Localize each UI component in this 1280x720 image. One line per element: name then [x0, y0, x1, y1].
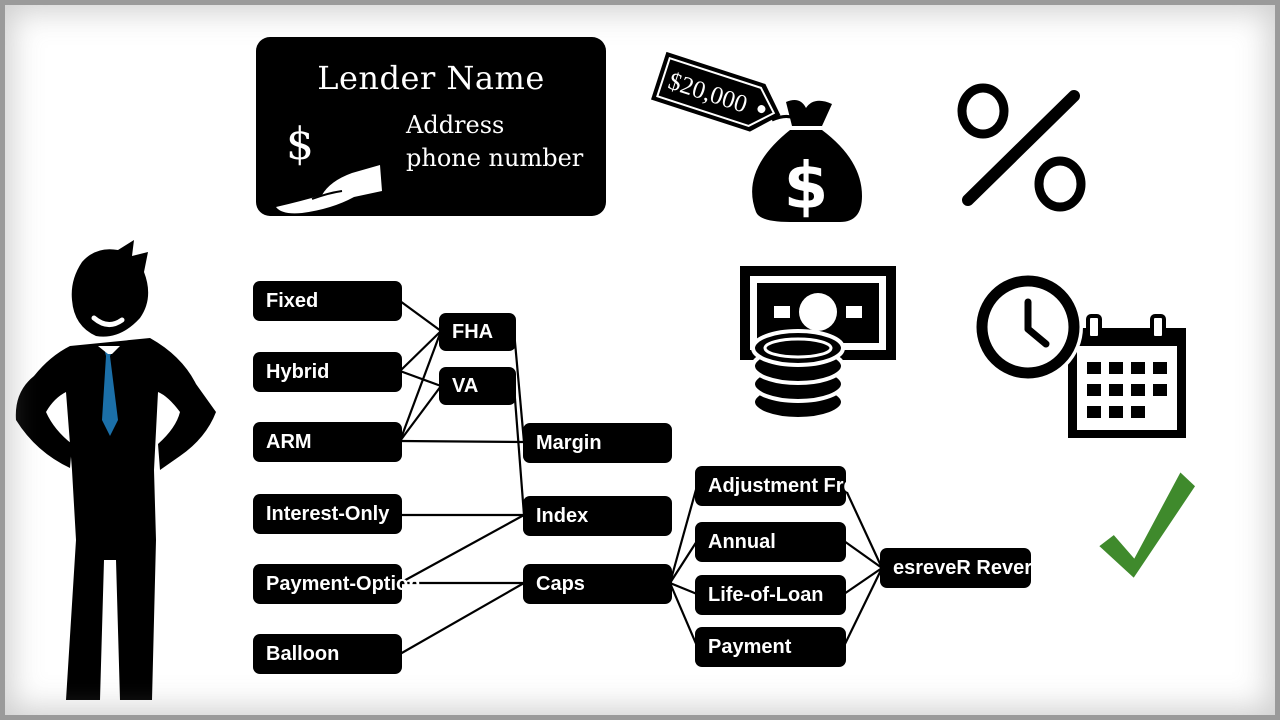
box-caps: Caps [523, 564, 672, 604]
box-va: VA [439, 367, 516, 405]
box-index: Index [523, 496, 672, 536]
box-fixed: Fixed [253, 281, 402, 321]
hand-dollar-icon: $ [272, 109, 392, 223]
lender-address-block: Address phone number [406, 109, 583, 175]
lender-address: Address [406, 111, 505, 139]
box-hybrid: Hybrid [253, 352, 402, 392]
svg-text:$: $ [784, 150, 829, 224]
lender-card: Lender Name $ Address phone number [256, 37, 606, 216]
box-payment-option: Payment-Option [253, 564, 420, 604]
box-reverse: esreveR Reverse [880, 548, 1054, 588]
box-payment: Payment [695, 627, 846, 667]
box-adjustment-freq: Adjustment Freq [695, 466, 867, 506]
box-annual: Annual [695, 522, 846, 562]
box-balloon: Balloon [253, 634, 402, 674]
box-interest-only: Interest-Only [253, 494, 402, 534]
lender-name: Lender Name [317, 59, 545, 97]
box-margin: Margin [523, 423, 672, 463]
box-fha: FHA [439, 313, 516, 351]
svg-text:$: $ [286, 119, 314, 170]
lender-phone: phone number [406, 144, 584, 172]
box-life-of-loan: Life-of-Loan [695, 575, 846, 615]
box-arm: ARM [253, 422, 402, 462]
